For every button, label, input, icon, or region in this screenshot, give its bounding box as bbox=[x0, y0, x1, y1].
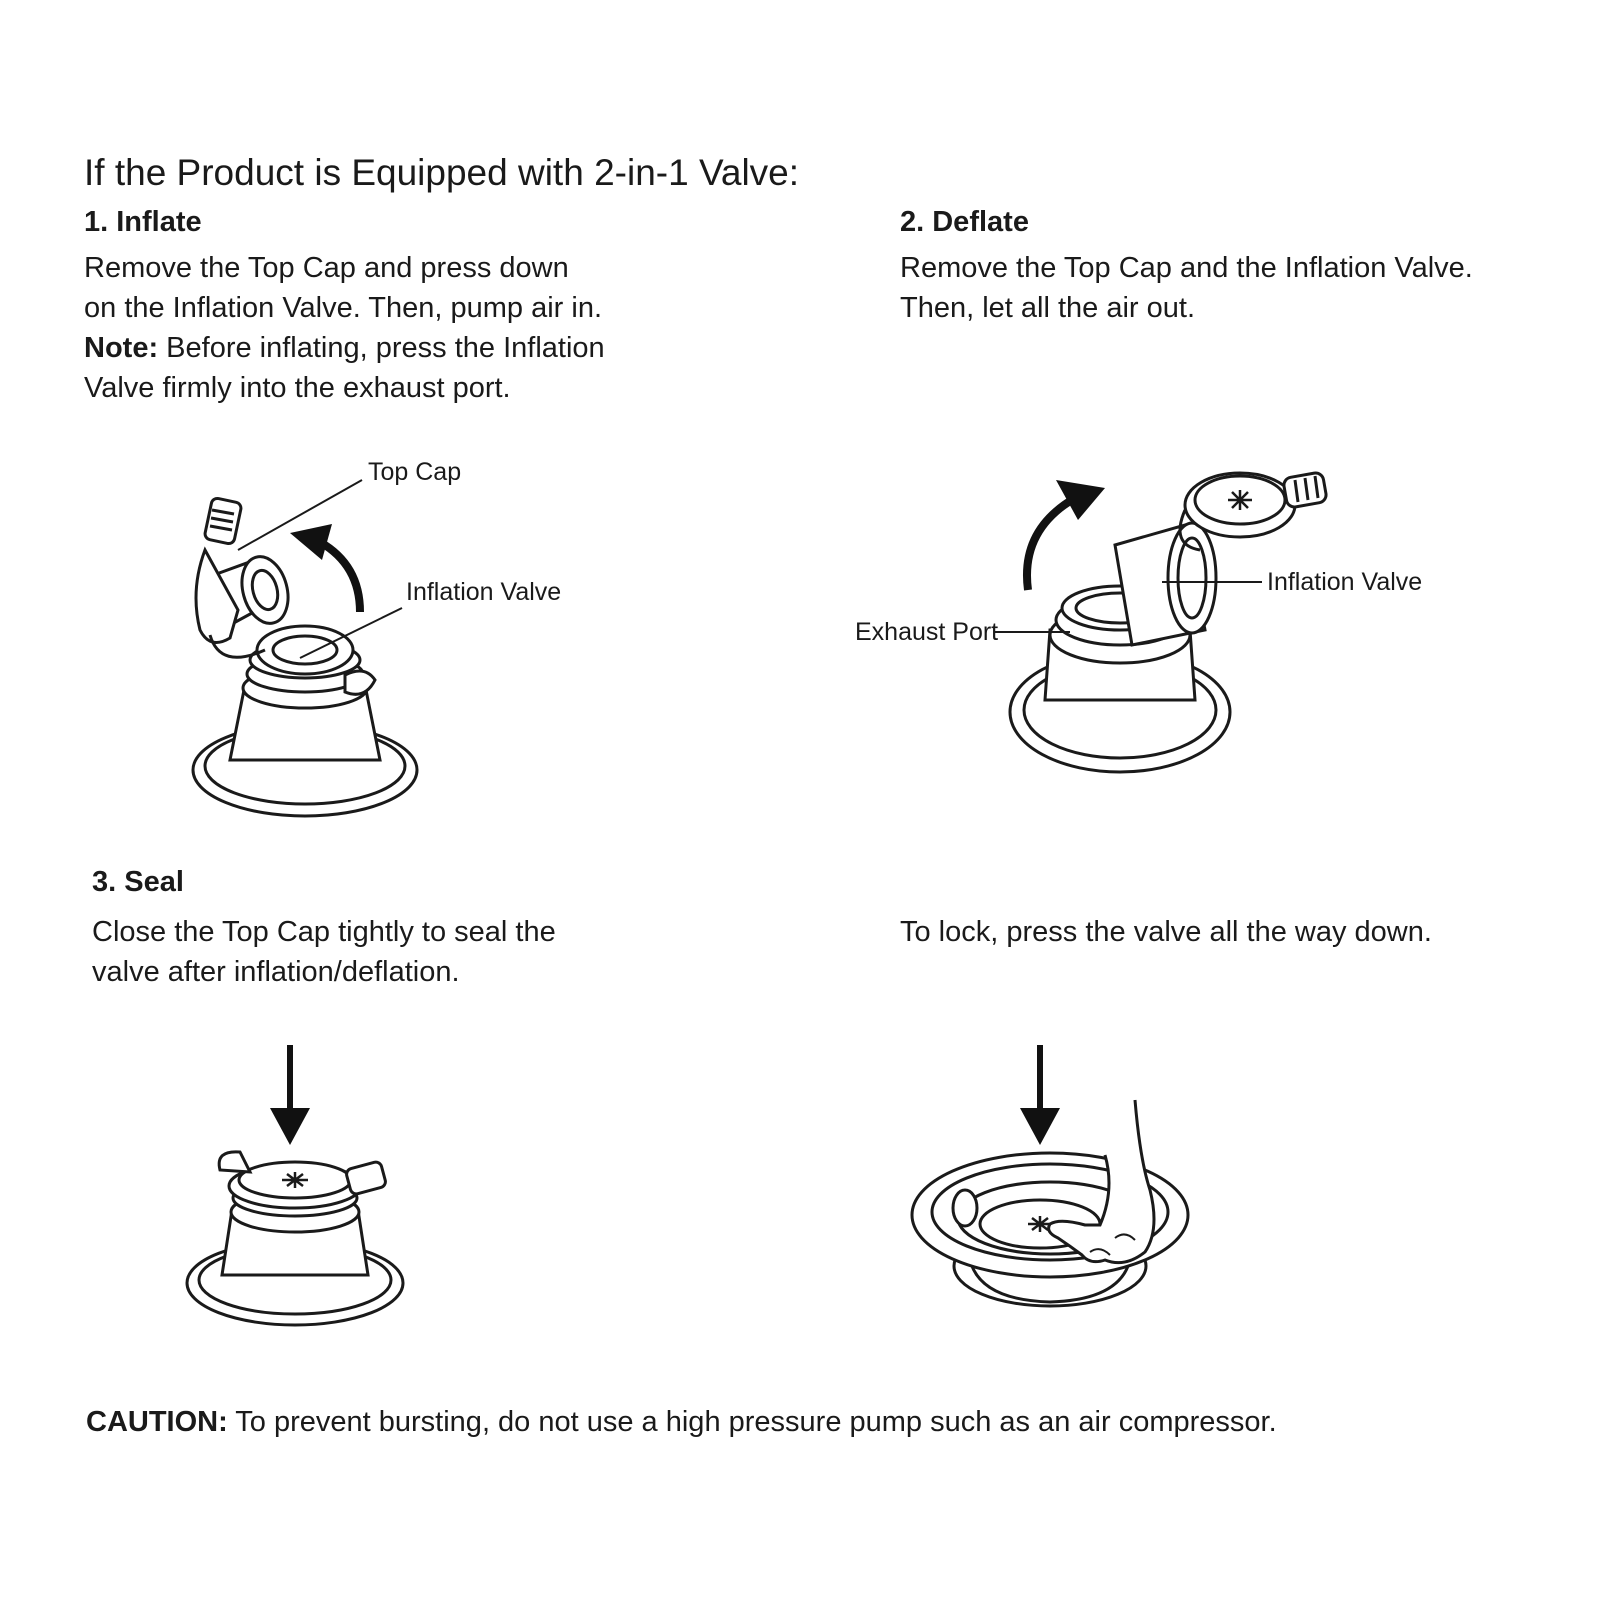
seal-valve-illustration bbox=[185, 1045, 405, 1327]
hand-icon bbox=[1047, 1099, 1156, 1265]
callout-top-cap: Top Cap bbox=[368, 458, 461, 486]
page-title: If the Product is Equipped with 2-in-1 V… bbox=[84, 152, 800, 193]
seal-instructions: Close the Top Cap tightly to seal the va… bbox=[92, 912, 556, 992]
caution-text: To prevent bursting, do not use a high p… bbox=[227, 1406, 1277, 1438]
caution-note: CAUTION: To prevent bursting, do not use… bbox=[86, 1406, 1277, 1439]
inflate-line: on the Inflation Valve. Then, pump air i… bbox=[84, 292, 603, 324]
deflate-valve-illustration: Inflation Valve Exhaust Port bbox=[855, 471, 1422, 774]
callout-exhaust-port: Exhaust Port bbox=[855, 618, 998, 646]
seal-line: valve after inflation/deflation. bbox=[92, 956, 460, 988]
deflate-line: Remove the Top Cap and the Inflation Val… bbox=[900, 252, 1473, 284]
inflate-note: Note: Before inflating, press the Inflat… bbox=[84, 328, 605, 368]
lock-instruction: To lock, press the valve all the way dow… bbox=[900, 916, 1432, 948]
note-label: Note: bbox=[84, 332, 159, 364]
inflate-heading: 1. Inflate bbox=[84, 206, 202, 238]
deflate-heading: 2. Deflate bbox=[900, 206, 1029, 238]
deflate-line: Then, let all the air out. bbox=[900, 292, 1195, 324]
seal-heading: 3. Seal bbox=[92, 866, 184, 898]
inflate-instructions: Remove the Top Cap and press down on the… bbox=[84, 248, 605, 408]
note-text: Before inflating, press the Inflation bbox=[158, 332, 605, 364]
inflate-valve-illustration: Top Cap Inflation Valve bbox=[191, 458, 561, 818]
lock-valve-illustration bbox=[910, 1045, 1190, 1308]
inflate-note-line: Valve firmly into the exhaust port. bbox=[84, 372, 511, 404]
callout-inflation-valve: Inflation Valve bbox=[1267, 568, 1422, 596]
inflate-line: Remove the Top Cap and press down bbox=[84, 252, 569, 284]
down-arrow-icon bbox=[1020, 1108, 1060, 1145]
deflate-instructions: Remove the Top Cap and the Inflation Val… bbox=[900, 248, 1473, 328]
caution-label: CAUTION: bbox=[86, 1406, 228, 1438]
down-arrow-icon bbox=[270, 1108, 310, 1145]
callout-inflation-valve: Inflation Valve bbox=[406, 578, 561, 606]
seal-line: Close the Top Cap tightly to seal the bbox=[92, 916, 556, 948]
